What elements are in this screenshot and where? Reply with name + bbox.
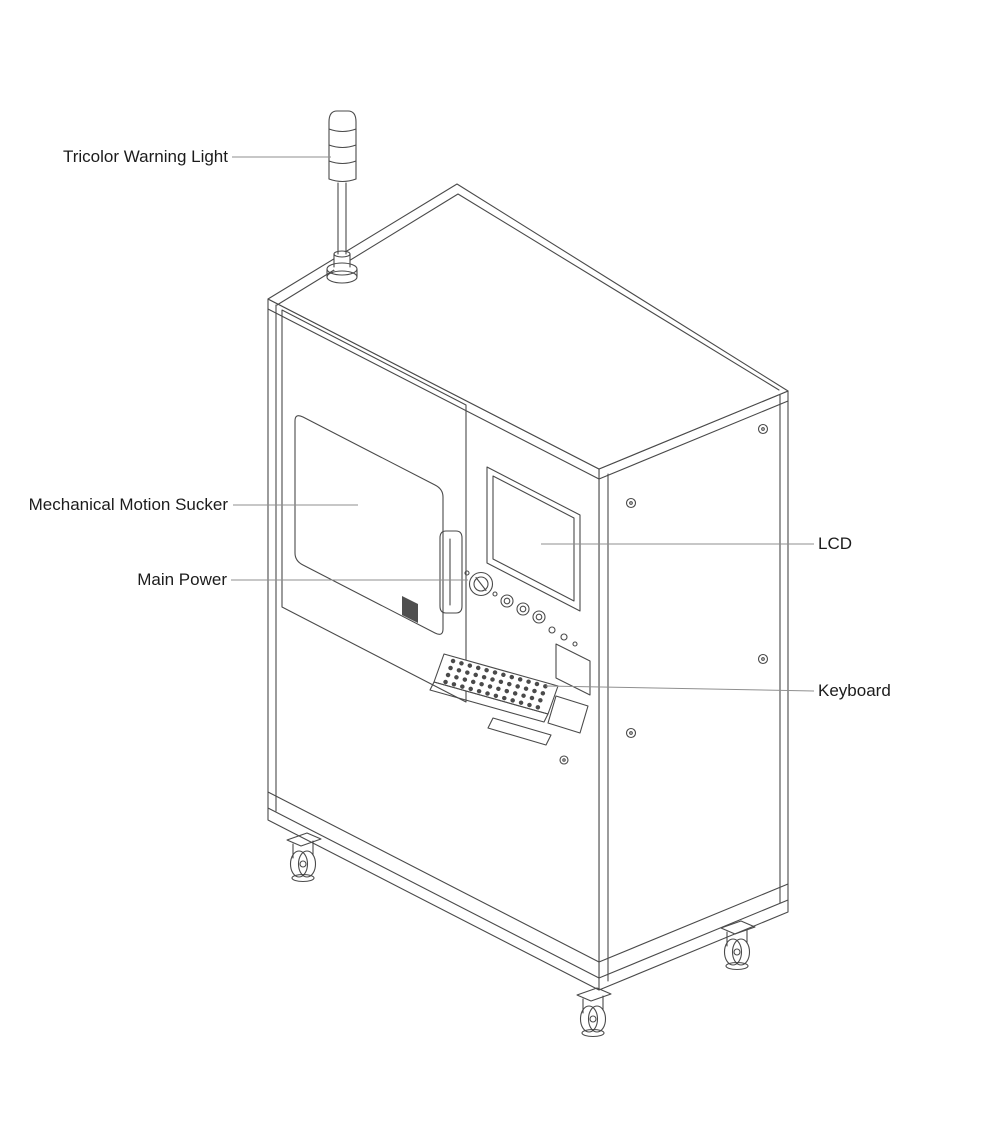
main-power-switch: [464, 570, 498, 597]
label-keyboard: Keyboard: [818, 681, 891, 700]
machine-body: [267, 183, 789, 991]
mouse-pad: [547, 695, 589, 734]
label-mechanical-motion-sucker: Mechanical Motion Sucker: [28, 495, 228, 514]
keyboard-keys: [443, 658, 550, 711]
caster-wheel-right: [720, 920, 756, 971]
warning-light-base: [326, 250, 358, 284]
door-handle: [439, 530, 463, 614]
machine-right-face: [598, 390, 789, 979]
machine-top-face: [267, 183, 789, 470]
door-sticker: [402, 596, 418, 623]
warning-light-pole: [337, 182, 347, 255]
label-lcd: LCD: [818, 534, 853, 553]
tray-bracket: [487, 717, 552, 746]
door-outline: [281, 309, 467, 703]
base-band: [267, 807, 789, 991]
label-main-power: Main Power: [137, 570, 227, 589]
control-buttons: [500, 594, 578, 647]
front-door-panel: [281, 309, 467, 703]
lcd-screen: [486, 466, 581, 612]
viewing-window: [294, 415, 444, 635]
top-rim-line: [267, 308, 789, 480]
screw-icon: [757, 653, 769, 665]
warning-light-stack: [328, 110, 357, 183]
caster-wheel-left: [286, 832, 322, 883]
keyboard-recess: [555, 643, 591, 696]
screw-icon: [757, 423, 769, 435]
screw-icon: [625, 727, 637, 739]
leader-lines: [231, 156, 815, 692]
panel-screws: [559, 423, 769, 765]
screw-icon: [625, 497, 637, 509]
caster-wheels: [286, 832, 756, 1038]
keyboard-side: [429, 681, 549, 723]
label-tricolor-warning-light: Tricolor Warning Light: [62, 147, 228, 166]
screw-icon: [559, 755, 569, 765]
leader-keyboard: [545, 685, 815, 692]
keyboard-tray: [429, 643, 591, 746]
caster-wheel-front: [576, 987, 612, 1038]
warning-light-icon: [326, 110, 358, 284]
lower-panel-seam: [267, 791, 789, 963]
